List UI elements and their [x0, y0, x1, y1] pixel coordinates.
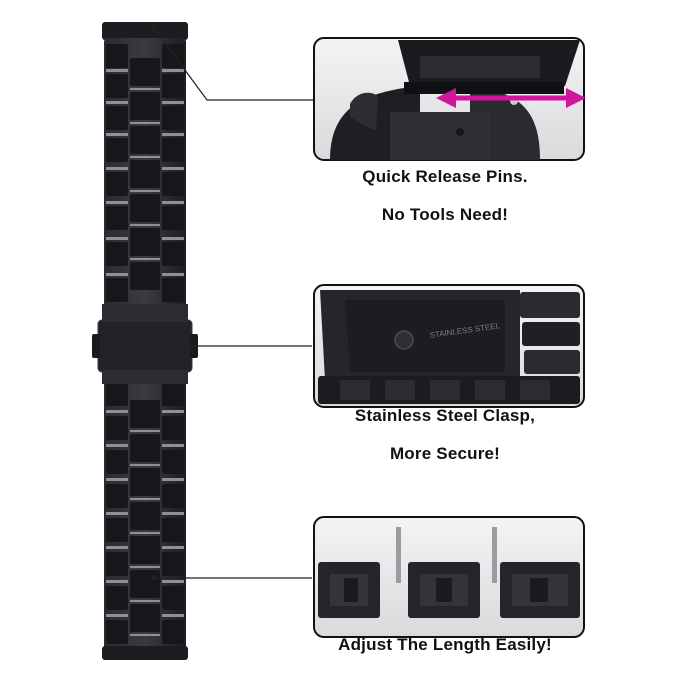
band-end-bottom — [102, 646, 188, 660]
panel-quick-release — [313, 37, 586, 161]
caption-adjust-length: Adjust The Length Easily! — [310, 634, 580, 656]
watch-band — [92, 22, 198, 660]
caption-quick-release-line1: Quick Release Pins. — [362, 167, 528, 186]
link-pin-left — [396, 527, 401, 583]
clasp-screw — [394, 330, 414, 350]
clasp-button-left — [92, 334, 100, 358]
band-highlights — [106, 69, 184, 636]
caption-adjust-line1: Adjust The Length Easily! — [338, 635, 552, 654]
caption-quick-release: Quick Release Pins. No Tools Need! — [310, 158, 580, 234]
panel-clasp: STAINLESS STEEL — [313, 284, 585, 408]
caption-quick-release-line2: No Tools Need! — [381, 205, 509, 224]
band-links — [106, 44, 184, 644]
caption-clasp-line2: More Secure! — [389, 444, 501, 463]
caption-clasp: Stainless Steel Clasp, More Secure! — [310, 397, 580, 473]
link-piece-left — [318, 562, 380, 618]
callout-line-pins — [153, 27, 314, 101]
callout-lines — [151, 25, 314, 581]
band-end-top — [102, 22, 188, 40]
panel-adjust-length — [313, 516, 585, 638]
link-piece-right — [500, 562, 580, 618]
link-piece-middle — [408, 562, 480, 618]
caption-clasp-line1: Stainless Steel Clasp, — [354, 406, 536, 425]
link-pin-right — [492, 527, 497, 583]
